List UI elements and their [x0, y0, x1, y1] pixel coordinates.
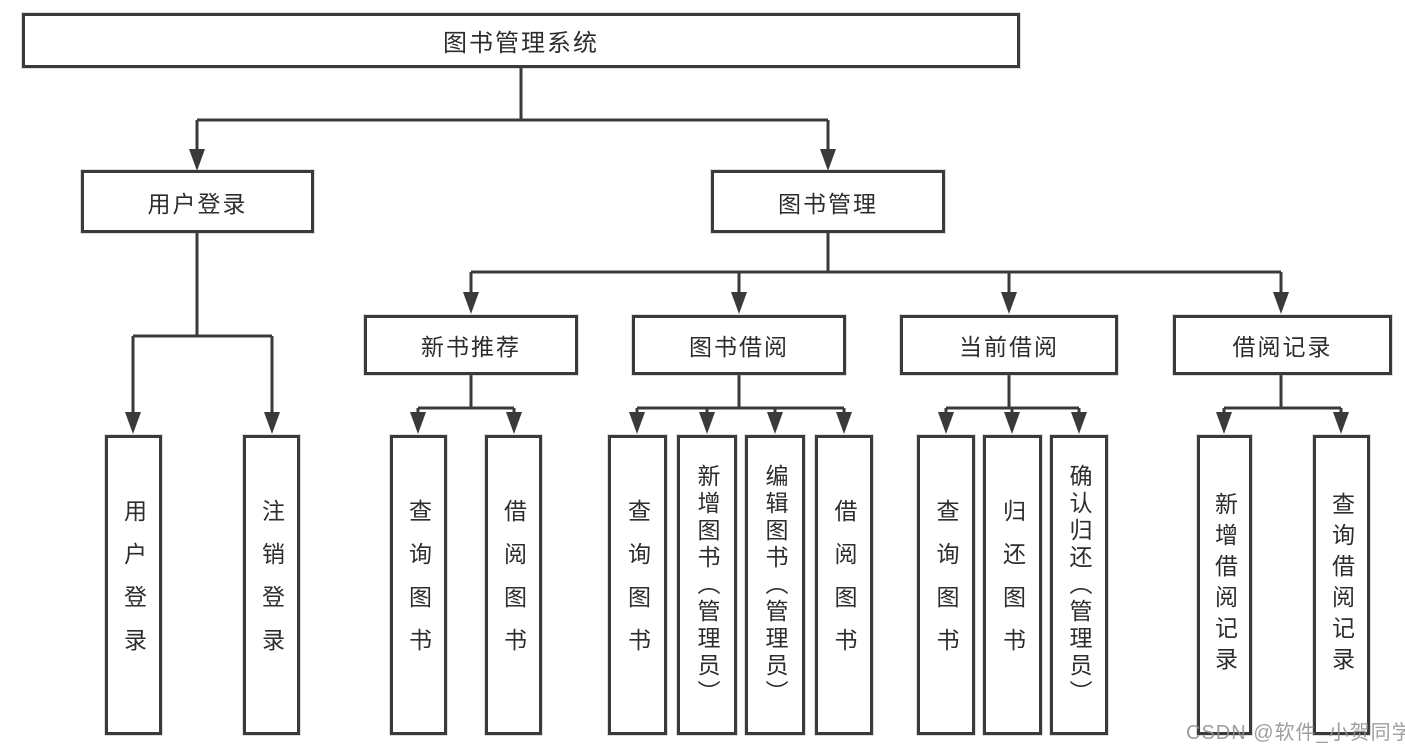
node-label: 确认归还（管理员）: [1066, 463, 1092, 707]
leaf-query-borrow-record: 查询借阅记录: [1313, 435, 1370, 735]
node-label: 查询图书: [933, 499, 959, 671]
node-new-book-recommend: 新书推荐: [364, 315, 578, 375]
node-label: 图书借阅: [689, 334, 789, 360]
node-label: 编辑图书（管理员）: [762, 463, 788, 707]
leaf-query-books-recommend: 查询图书: [390, 435, 447, 735]
leaf-query-books-current: 查询图书: [917, 435, 975, 735]
leaf-borrow-books-recommend: 借阅图书: [485, 435, 542, 735]
node-label: 借阅图书: [500, 499, 527, 671]
leaf-add-books-admin: 新增图书（管理员）: [677, 435, 737, 735]
node-book-borrow: 图书借阅: [632, 315, 846, 375]
node-label: 新增图书（管理员）: [694, 463, 720, 707]
node-label: 归还图书: [999, 499, 1026, 671]
node-label: 查询借阅记录: [1328, 492, 1355, 678]
leaf-query-books-borrow: 查询图书: [608, 435, 667, 735]
leaf-borrow-books: 借阅图书: [815, 435, 873, 735]
node-user-login: 用户登录: [81, 170, 314, 233]
leaf-edit-books-admin: 编辑图书（管理员）: [745, 435, 805, 735]
node-library-management-system: 图书管理系统: [22, 13, 1020, 68]
leaf-confirm-return-admin: 确认归还（管理员）: [1050, 435, 1108, 735]
node-label: 图书管理: [778, 190, 878, 217]
node-label: 借阅图书: [831, 499, 857, 671]
leaf-logout: 注销登录: [243, 435, 300, 735]
node-label: 注销登录: [258, 499, 285, 671]
node-label: 查询图书: [405, 499, 432, 671]
leaf-add-borrow-record: 新增借阅记录: [1197, 435, 1252, 735]
node-label: 新增借阅记录: [1211, 492, 1238, 678]
node-label: 用户登录: [147, 190, 248, 217]
node-label: 用户登录: [120, 499, 147, 671]
node-label: 借阅记录: [1232, 334, 1333, 360]
node-label: 查询图书: [624, 499, 651, 671]
node-current-borrow: 当前借阅: [900, 315, 1118, 375]
node-book-management: 图书管理: [711, 170, 945, 233]
node-label: 新书推荐: [421, 334, 521, 360]
node-borrow-records: 借阅记录: [1173, 315, 1392, 375]
csdn-watermark: CSDN @软件_小贺同学: [1186, 722, 1405, 744]
leaf-return-books: 归还图书: [983, 435, 1042, 735]
node-label: 当前借阅: [959, 334, 1059, 360]
node-label: 图书管理系统: [443, 30, 599, 57]
leaf-user-login: 用户登录: [105, 435, 162, 735]
